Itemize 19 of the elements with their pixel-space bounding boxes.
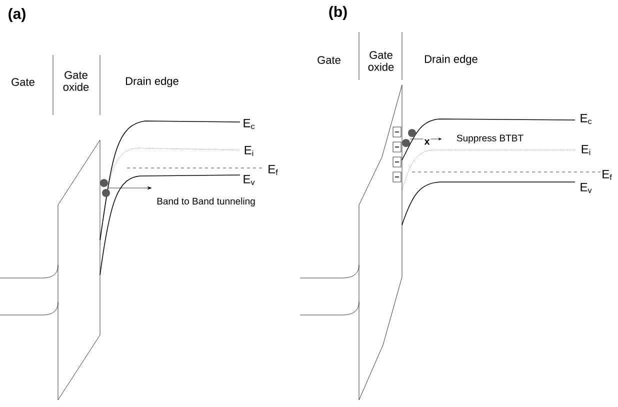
band-label: E$_{f}$ (600, 168, 614, 182)
band-label: E$_{v}$ (242, 174, 256, 186)
band-label: E$_{v}$ (578, 182, 594, 194)
band-label: E$_{f}$ (266, 164, 280, 176)
region-label: Gate (316, 55, 342, 65)
annotation-text: Band to Band tunneling (156, 196, 256, 208)
region-label: Gate oxide (58, 70, 94, 92)
blocked-mark: x (423, 138, 431, 146)
band-label: E$_{c}$ (242, 118, 256, 130)
band-label: E$_{i}$ (580, 144, 592, 156)
region-label: Gate oxide (363, 50, 399, 72)
panel-label: (a) (6, 7, 28, 23)
band-label: E$_{i}$ (242, 144, 256, 158)
region-label: Drain edge (124, 76, 180, 88)
region-label: Drain edge (423, 54, 479, 66)
region-label: Gate (10, 77, 36, 87)
annotation-text: Suppress BTBT (455, 134, 525, 144)
band-label: E$_{c}$ (578, 112, 594, 126)
panel-label: (b) (327, 5, 349, 21)
